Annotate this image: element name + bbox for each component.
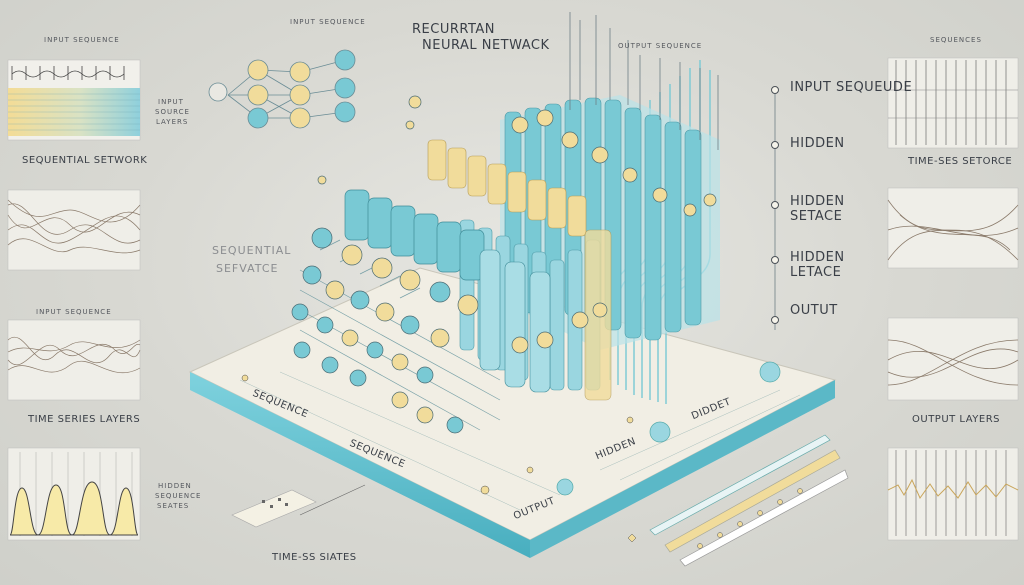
right-label-time-ses: TIME-SES SETORCE [908, 156, 1013, 167]
left-top-caption: INPUT SEQUENCE [44, 36, 120, 44]
right-panel-4 [887, 447, 1019, 541]
legend-hidden-letace: HIDDEN LETACE [790, 250, 845, 280]
left-label-input-sequence: INPUT SEQUENCE [36, 308, 112, 316]
left-panel-1 [7, 59, 141, 141]
left-label-time-series: TIME SERIES LAYERS [28, 414, 141, 425]
left-panel-3 [7, 319, 141, 401]
left-panel-4 [7, 447, 141, 541]
legend-hidden-setace: HIDDEN SETACE [790, 194, 845, 224]
diagram-title-line2: NEURAL NETWACK [422, 38, 550, 53]
diagram-title-line1: RECURRTAN [412, 22, 496, 37]
bottom-caption: TIME-SS SIATES [272, 552, 357, 563]
left-label-hidden-3: SEATES [157, 502, 190, 510]
rnn-layer-front [299, 189, 551, 431]
left-side-caption-3: LAYERS [156, 118, 189, 126]
sequence-strips [231, 434, 849, 567]
left-panel-2 [7, 189, 141, 271]
right-top-caption: SEQUENCES [930, 36, 982, 44]
right-label-output-layers: OUTPUT LAYERS [912, 414, 1001, 425]
left-label-sequential: SEQUENTIAL SETWORK [22, 155, 148, 166]
legend-markers [771, 86, 779, 324]
legend-input-sequence: INPUT SEQUEUDE [790, 80, 913, 95]
left-side-caption-1: INPUT [158, 98, 184, 106]
ghost-label-1: SEQUENTIAL [212, 244, 292, 257]
right-panel-3 [887, 317, 1019, 401]
right-panel-1 [887, 57, 1019, 149]
input-node-cluster [208, 49, 356, 129]
legend-hidden: HIDDEN [790, 136, 845, 151]
left-label-hidden-1: HIDDEN [158, 482, 192, 490]
left-side-caption-2: SOURCE [155, 108, 190, 116]
legend-output: OUTUT [790, 303, 838, 318]
ghost-label-2: SEFVATCE [216, 262, 279, 275]
right-panel-2 [887, 187, 1019, 269]
center-top-label: INPUT SEQUENCE [290, 18, 366, 26]
left-label-hidden-2: SEQUENCE [155, 492, 202, 500]
neuron-nodes [291, 95, 717, 434]
center-right-top-label: OUTPUT SEQUENCE [618, 42, 703, 50]
